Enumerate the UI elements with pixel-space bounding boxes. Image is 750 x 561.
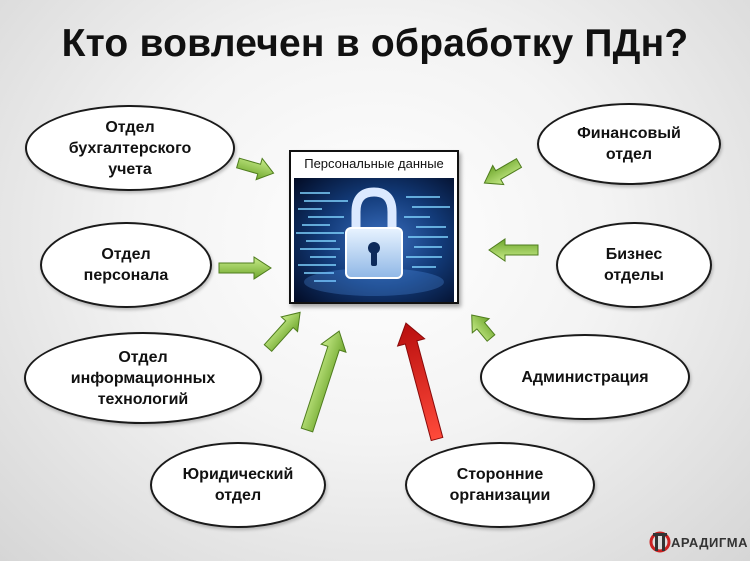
arrow-third-party xyxy=(396,322,444,442)
node-business: Бизнес отделы xyxy=(556,222,712,308)
node-finance: Финансовый отдел xyxy=(537,103,721,185)
slide-title: Кто вовлечен в обработку ПДн? xyxy=(61,22,689,65)
paradigma-logo: АРАДИГМА xyxy=(649,529,748,555)
node-accounting: Отдел бухгалтерского учета xyxy=(25,105,235,191)
arrow-personnel xyxy=(218,256,272,280)
node-admin: Администрация xyxy=(480,334,690,420)
arrow-finance xyxy=(483,157,523,186)
node-it: Отдел информационных технологий xyxy=(24,332,262,424)
arrow-it xyxy=(263,311,301,353)
node-personnel: Отдел персонала xyxy=(40,222,212,308)
arrow-admin xyxy=(471,314,496,342)
arrow-business xyxy=(488,238,539,262)
paradigma-logo-icon xyxy=(649,531,671,553)
arrow-accounting xyxy=(236,157,275,181)
node-third-party: Сторонние организации xyxy=(405,442,595,528)
arrow-legal xyxy=(300,330,347,433)
logo-text: АРАДИГМА xyxy=(671,534,748,550)
personal-data-box: Персональные данные xyxy=(289,150,459,304)
padlock-data-icon xyxy=(294,178,454,302)
personal-data-caption: Персональные данные xyxy=(304,156,444,171)
node-legal: Юридический отдел xyxy=(150,442,326,528)
